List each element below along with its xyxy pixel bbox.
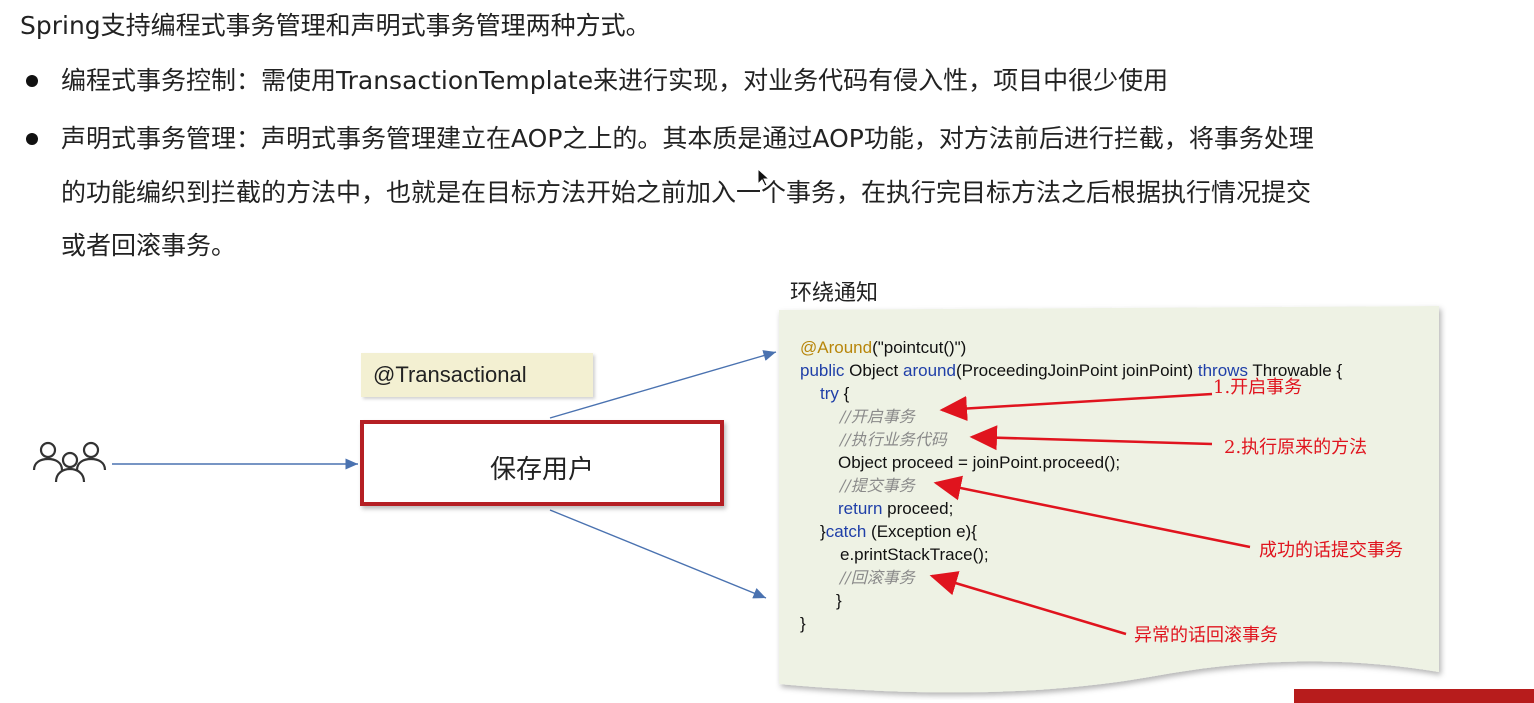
arrow-to-advice-top: [549, 350, 777, 419]
arrow-commit: [933, 475, 1251, 549]
bullet-dot: [26, 133, 38, 145]
arrow-exec-method: [969, 425, 1213, 451]
around-advice-title: 环绕通知: [790, 281, 879, 306]
users-icon: [32, 441, 107, 483]
code-line: Object proceed = joinPoint.proceed();: [838, 453, 1121, 472]
code-line: e.printStackTrace();: [840, 545, 989, 564]
bullet-declarative-line3: 或者回滚事务。: [61, 231, 237, 260]
bullet-programmatic: 编程式事务控制：需使用TransactionTemplate来进行实现，对业务代…: [61, 66, 1169, 95]
code-listing: @Around("pointcut()") public Object aroun…: [800, 336, 1342, 635]
mouse-cursor-icon: [757, 168, 771, 187]
code-line: public Object around(ProceedingJoinPoint…: [800, 361, 1343, 380]
code-line: @Around("pointcut()"): [800, 338, 967, 357]
code-comment-exec: //执行业务代码: [840, 430, 947, 449]
arrow-open-transaction: [939, 392, 1213, 421]
code-comment-commit: //提交事务: [840, 476, 915, 495]
transactional-annotation-tag: @Transactional: [361, 353, 593, 397]
label-commit: 成功的话提交事务: [1259, 540, 1403, 561]
label-exec-method: 2.执行原来的方法: [1224, 437, 1368, 458]
code-line: }: [836, 591, 842, 610]
label-rollback: 异常的话回滚事务: [1134, 625, 1278, 646]
transactional-label: @Transactional: [373, 362, 527, 387]
code-line: }: [800, 614, 806, 633]
code-comment-open: //开启事务: [840, 407, 915, 426]
bullet-dot: [26, 75, 38, 87]
save-user-label: 保存用户: [489, 455, 594, 485]
arrow-to-advice-bottom: [549, 509, 767, 599]
code-line: return proceed;: [838, 499, 954, 518]
label-open-transaction: 1.开启事务: [1213, 377, 1303, 398]
code-comment-rollback: //回滚事务: [840, 568, 915, 587]
save-user-box: 保存用户: [360, 420, 724, 506]
code-line: try {: [820, 384, 850, 403]
corner-banner: [1294, 689, 1534, 703]
code-line: }catch (Exception e){: [820, 522, 977, 541]
intro-text: Spring支持编程式事务管理和声明式事务管理两种方式。: [20, 11, 651, 40]
arrow-rollback: [929, 571, 1127, 636]
bullet-declarative-line2: 的功能编织到拦截的方法中，也就是在目标方法开始之前加入一个事务，在执行完目标方法…: [61, 178, 1312, 207]
bullet-declarative-line1: 声明式事务管理：声明式事务管理建立在AOP之上的。其本质是通过AOP功能，对方法…: [61, 124, 1314, 153]
